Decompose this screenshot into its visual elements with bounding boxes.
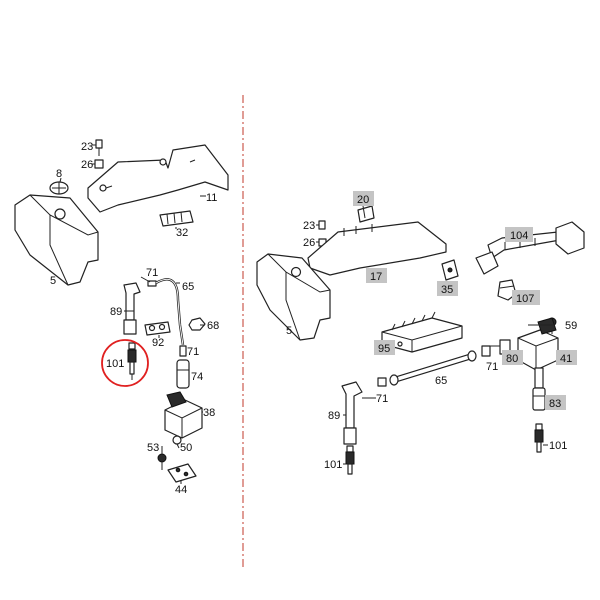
- label-right-20: 20: [357, 194, 369, 206]
- part-101-spark-plug-right-lower: [345, 445, 355, 475]
- leader-lines-right: [316, 224, 555, 465]
- part-17-cover-plate: [307, 221, 447, 276]
- label-left-11: 11: [206, 192, 217, 204]
- label-right-35: 35: [441, 284, 453, 296]
- part-101-spark-plug-left: [127, 342, 137, 380]
- part-41-ignition-coil-right: [517, 317, 559, 371]
- leader-lines-left: [59, 144, 206, 484]
- part-83-plug-boot: [532, 367, 546, 411]
- part-26-washer-left: [94, 159, 104, 169]
- label-right-23: 23: [303, 220, 315, 232]
- label-left-32: 32: [176, 227, 188, 239]
- label-right-107: 107: [516, 293, 534, 305]
- label-right-83: 83: [549, 398, 561, 410]
- part-68-nut: [188, 317, 206, 331]
- label-left-50: 50: [180, 442, 192, 454]
- label-right-71a: 71: [376, 393, 388, 405]
- part-74-plug-boot: [176, 359, 190, 389]
- label-right-89: 89: [328, 410, 340, 422]
- part-89-plug-connector-right: [341, 381, 363, 445]
- label-left-89: 89: [110, 306, 122, 318]
- part-53-bolt: [157, 453, 167, 470]
- label-right-80: 80: [506, 353, 518, 365]
- highlight-circle-part-101: [101, 339, 149, 387]
- part-32-connector-strip: [159, 210, 194, 227]
- label-left-8: 8: [56, 168, 62, 180]
- label-left-65: 65: [182, 281, 194, 293]
- label-left-5: 5: [50, 275, 56, 287]
- label-right-5: 5: [286, 325, 292, 337]
- label-right-101a: 101: [324, 459, 342, 471]
- label-right-41: 41: [560, 353, 572, 365]
- label-left-74: 74: [191, 371, 203, 383]
- part-65-ignition-lead-right: [389, 350, 477, 386]
- part-5-engine-cover-left: [14, 194, 99, 286]
- part-71-clip-right-a: [377, 377, 387, 387]
- label-left-92: 92: [152, 337, 164, 349]
- part-101-spark-plug-right-upper: [534, 423, 544, 453]
- label-right-95: 95: [378, 343, 390, 355]
- label-right-17: 17: [370, 271, 382, 283]
- part-35-bracket: [441, 259, 459, 281]
- label-left-71a: 71: [146, 267, 158, 279]
- label-left-38: 38: [203, 407, 215, 419]
- label-tags-right: [353, 191, 577, 410]
- part-65-ignition-lead-left: [155, 278, 185, 346]
- part-11-cover-plate: [87, 144, 229, 213]
- label-right-71b: 71: [486, 361, 498, 373]
- label-left-26: 26: [81, 159, 93, 171]
- part-23-bolt-left: [95, 139, 103, 156]
- part-71-clip-right-b: [481, 345, 491, 357]
- label-right-59: 59: [565, 320, 577, 332]
- part-23-bolt-right: [318, 220, 326, 230]
- label-left-68: 68: [207, 320, 219, 332]
- label-left-53: 53: [147, 442, 159, 454]
- label-left-44: 44: [175, 484, 187, 496]
- part-8-emblem: [49, 181, 69, 195]
- part-20-clip: [357, 205, 375, 223]
- label-right-104: 104: [510, 230, 528, 242]
- part-44-bracket: [167, 463, 197, 483]
- part-71-clip-lower-left: [179, 345, 187, 357]
- label-right-26: 26: [303, 237, 315, 249]
- part-5-engine-cover-right: [256, 253, 331, 341]
- label-right-65: 65: [435, 375, 447, 387]
- part-89-plug-connector-left: [123, 282, 141, 335]
- part-92-clip-set: [144, 321, 171, 336]
- part-71-clip-upper-left: [147, 280, 157, 287]
- label-left-71b: 71: [187, 346, 199, 358]
- label-left-23: 23: [81, 141, 93, 153]
- part-38-ignition-coil-left: [164, 391, 203, 439]
- label-right-101b: 101: [549, 440, 567, 452]
- label-left-101: 101: [106, 358, 124, 370]
